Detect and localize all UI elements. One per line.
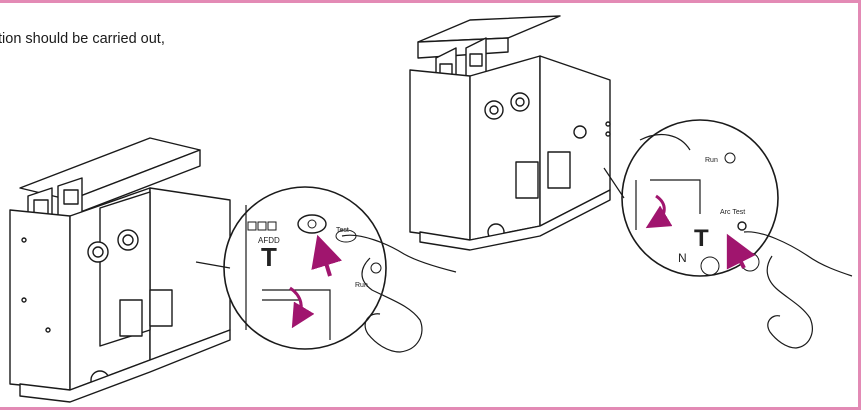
right-detail-circle (603, 119, 779, 277)
n-label: N (678, 251, 687, 265)
left-hand-icon (341, 234, 457, 353)
handle-drop-arrow (289, 286, 315, 329)
left-breaker-drawing (9, 137, 231, 403)
handle-drop-arrow-right (645, 194, 673, 229)
test-label: Test (336, 227, 349, 234)
run-label: Run (355, 282, 368, 289)
right-breaker-drawing (409, 15, 611, 251)
instruction-text: tion should be carried out, (0, 31, 165, 47)
press-test-arrow (311, 234, 342, 277)
afdd-label: AFDD (258, 236, 280, 245)
arc-test-label: Arc Test (720, 209, 745, 216)
run-label-right: Run (705, 157, 718, 164)
left-detail-circle (195, 186, 387, 350)
t-mark-right: T (694, 225, 709, 252)
right-hand-icon (743, 231, 853, 349)
t-mark: T (261, 242, 277, 272)
press-arc-test-arrow (726, 233, 756, 270)
